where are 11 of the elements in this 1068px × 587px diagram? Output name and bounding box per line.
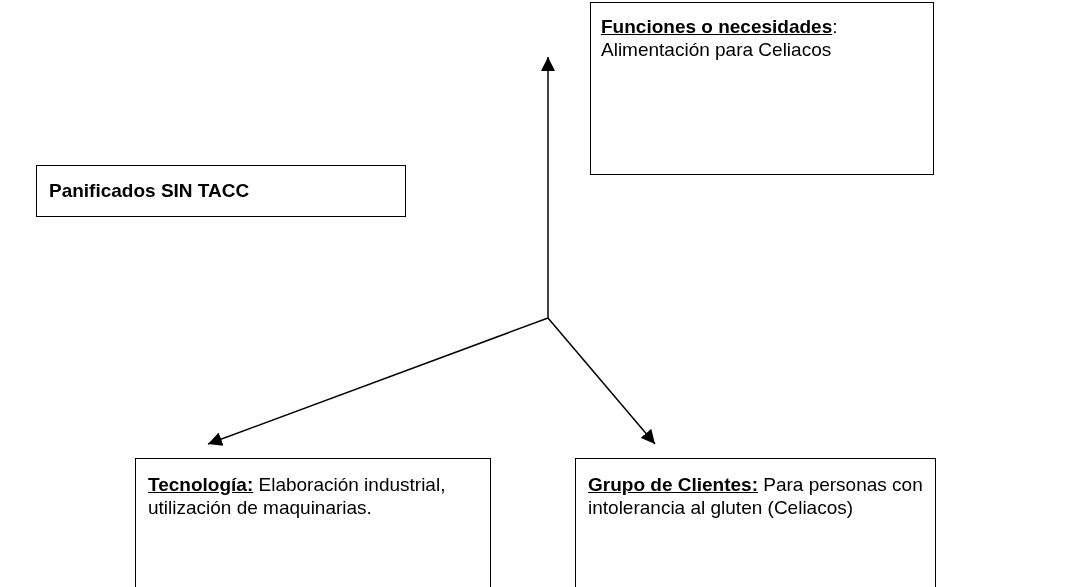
text-box [36, 165, 406, 217]
text-box [575, 458, 936, 587]
box-text: Tecnología: Elaboración industrial, utilización de maquinarias. [148, 473, 447, 519]
arrow [547, 317, 656, 445]
box-text: Panificados SIN TACC [49, 179, 251, 202]
text-box [590, 2, 934, 175]
box-text: Grupo de Clientes: Para personas con intolerancia al gluten (Celiacos) [588, 473, 923, 519]
arrow [541, 56, 555, 319]
arrow [207, 317, 549, 446]
text-box [135, 458, 491, 587]
box-text: Funciones o necesidades: Alimentación para Celiacos [601, 15, 839, 61]
